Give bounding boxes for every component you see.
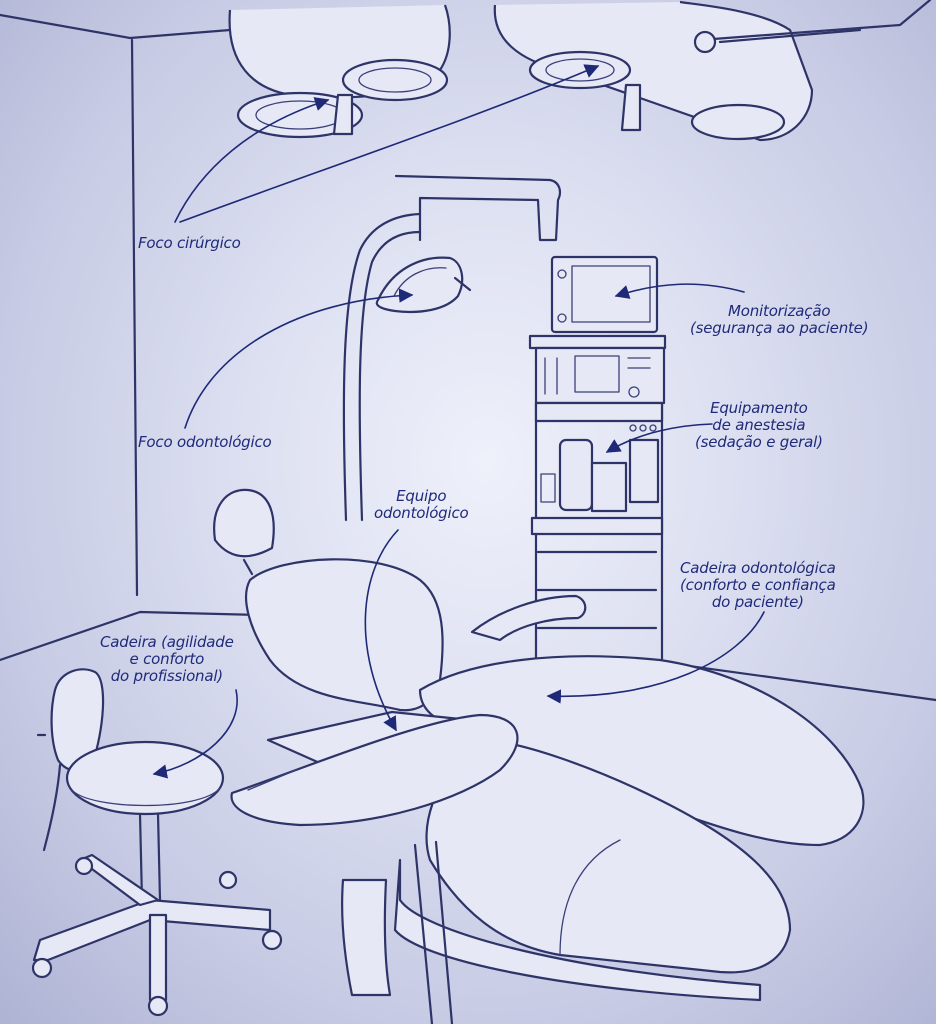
dental-unit-tray <box>230 710 519 827</box>
label-cadeira-profissional: Cadeira (agilidade e conforto do profiss… <box>100 634 234 685</box>
dental-chair <box>213 488 865 1024</box>
label-foco-odontologico: Foco odontológico <box>138 433 272 451</box>
surgical-light-right <box>493 0 932 142</box>
arrow-equipamento <box>605 423 713 453</box>
arrow-monitorizacao <box>614 283 745 299</box>
label-equipo-line1: Equipo <box>396 487 447 505</box>
anesthesia-cart <box>528 255 667 662</box>
label-cadeira-profissional-line3: do profissional) <box>110 667 223 685</box>
room-walls <box>0 13 936 702</box>
label-equipamento-line1: Equipamento <box>710 399 808 417</box>
label-cadeira-profissional-line1: Cadeira (agilidade <box>100 633 234 651</box>
arrow-foco-cirurgico-right <box>179 64 600 223</box>
label-cadeira-odontologica-line1: Cadeira odontológica <box>680 559 836 577</box>
arrow-equipo <box>364 529 399 732</box>
professional-stool <box>31 668 283 1017</box>
label-cadeira-odontologica-line3: do paciente) <box>711 593 804 611</box>
label-monitorizacao-line2: (segurança ao paciente) <box>690 319 869 337</box>
arrow-cadeira-odontologica <box>546 611 765 704</box>
annotation-arrows <box>152 64 765 779</box>
label-equipamento-line2: de anestesia <box>712 416 806 434</box>
label-equipo-line2: odontológico <box>374 504 469 522</box>
label-cadeira-odontologica-line2: (conforto e confiança <box>680 576 836 594</box>
label-monitorizacao-line1: Monitorização <box>728 302 831 320</box>
label-cadeira-odontologica: Cadeira odontológica (conforto e confian… <box>680 560 836 611</box>
label-cadeira-profissional-line2: e conforto <box>129 650 205 668</box>
dental-light <box>342 174 561 522</box>
label-equipo-odontologico: Equipo odontológico <box>374 488 469 522</box>
arrow-foco-odontologico <box>184 288 414 429</box>
arrow-cadeira-profissional <box>152 689 238 779</box>
arrow-foco-cirurgico-left <box>174 97 330 223</box>
label-equipamento-anestesia: Equipamento de anestesia (sedação e gera… <box>695 400 823 451</box>
label-foco-cirurgico: Foco cirúrgico <box>138 234 241 252</box>
label-equipamento-line3: (sedação e geral) <box>695 433 823 451</box>
label-monitorizacao: Monitorização (segurança ao paciente) <box>690 302 869 337</box>
surgical-light-left <box>228 4 451 139</box>
